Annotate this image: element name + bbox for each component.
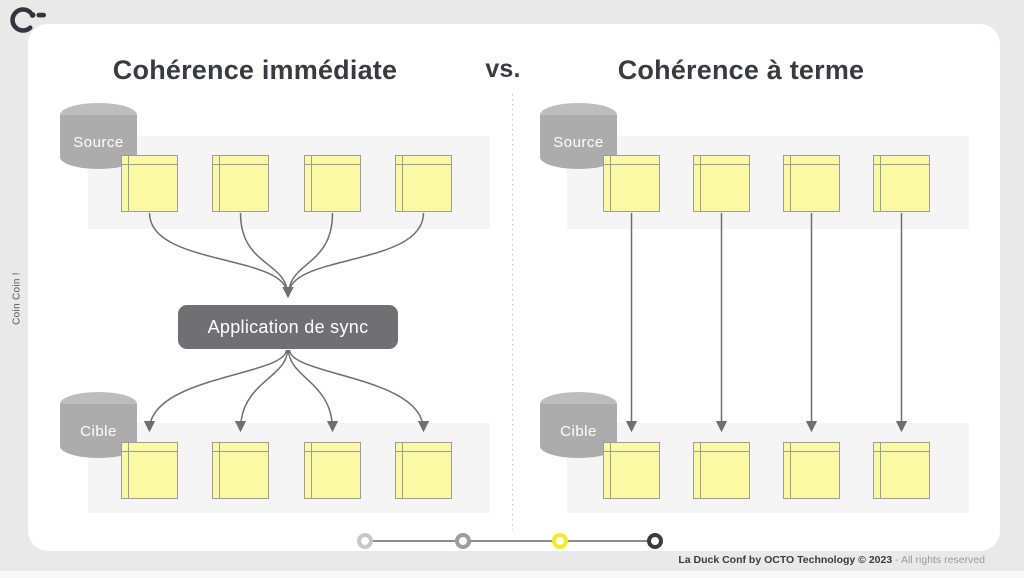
progress-step-1[interactable]: [357, 533, 373, 549]
table-icon: [603, 442, 660, 499]
title-immediate-consistency: Cohérence immédiate: [112, 55, 398, 85]
side-note: Coin Coin !: [11, 272, 23, 325]
table-icon: [121, 442, 178, 499]
table-icon: [783, 155, 840, 212]
progress-step-2[interactable]: [455, 533, 471, 549]
footer: La Duck Conf by OCTO Technology © 2023 -…: [678, 554, 985, 566]
footer-rights: - All rights reserved: [895, 554, 985, 566]
duck-conf-logo-icon: [10, 7, 46, 33]
diverge-arrow: [287, 349, 339, 433]
dotted-divider: [512, 94, 513, 530]
table-icon: [873, 442, 930, 499]
table-icon: [395, 155, 452, 212]
table-icon: [873, 155, 930, 212]
table-icon: [304, 155, 361, 212]
diverge-arrow: [143, 349, 288, 433]
right-source-label: Source: [553, 134, 604, 151]
title-vs: vs.: [485, 55, 521, 83]
bottom-strip: [0, 571, 1024, 578]
left-target-label: Cible: [80, 423, 117, 440]
sync-application-box: Application de sync: [178, 305, 398, 349]
footer-brand: La Duck Conf by OCTO Technology © 2023: [678, 554, 896, 566]
table-icon: [783, 442, 840, 499]
table-icon: [212, 155, 269, 212]
slide-card: Cohérence immédiate vs. Cohérence à term…: [28, 24, 1000, 551]
right-target-label: Cible: [560, 423, 597, 440]
table-icon: [693, 155, 750, 212]
table-icon: [693, 442, 750, 499]
table-icon: [304, 442, 361, 499]
title-eventual-consistency: Cohérence à terme: [617, 55, 865, 85]
table-icon: [603, 155, 660, 212]
table-icon: [395, 442, 452, 499]
progress-line: [365, 540, 655, 542]
slide-progress: [28, 533, 1000, 551]
diverge-arrow: [288, 349, 430, 433]
table-icon: [121, 155, 178, 212]
table-icon: [212, 442, 269, 499]
left-source-database-icon: Source: [60, 103, 137, 180]
progress-step-3[interactable]: [552, 533, 568, 549]
diverge-arrow: [234, 349, 289, 433]
progress-step-4[interactable]: [647, 533, 663, 549]
left-source-label: Source: [73, 134, 124, 151]
